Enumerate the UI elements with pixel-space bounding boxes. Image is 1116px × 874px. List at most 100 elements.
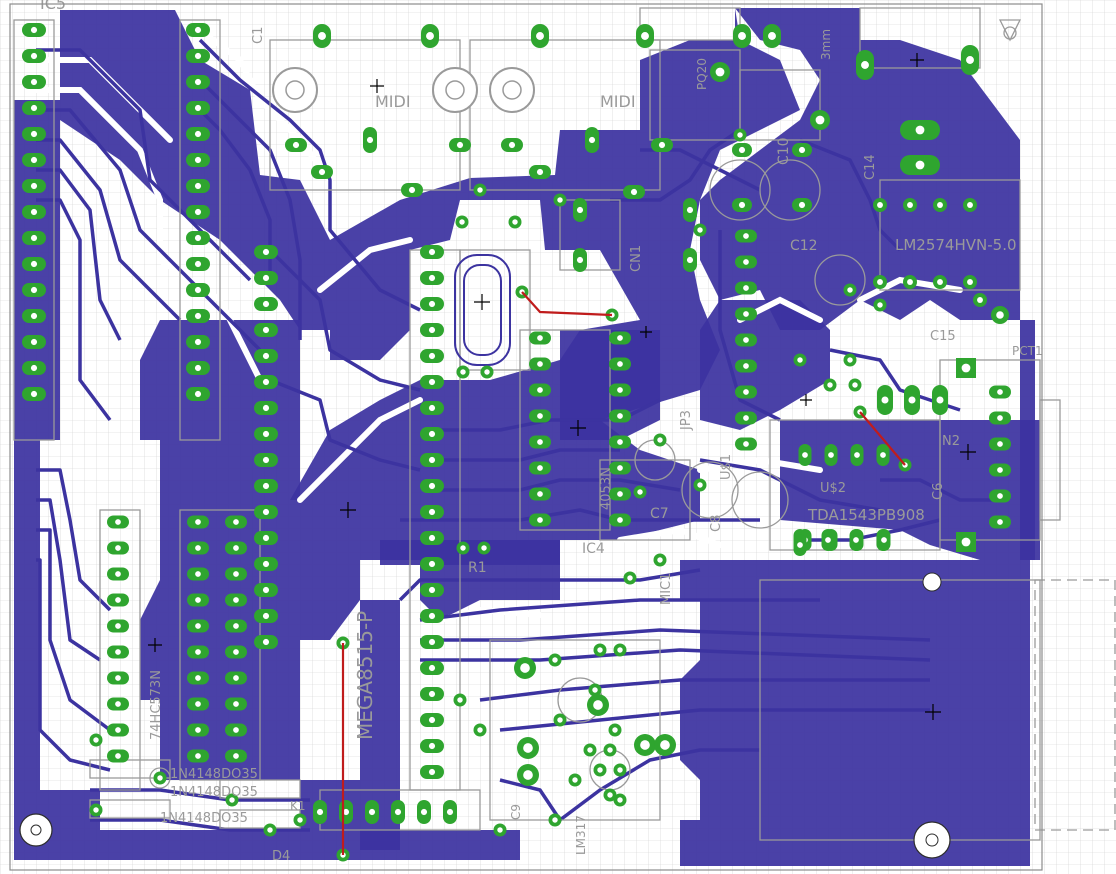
pad-hole bbox=[428, 664, 436, 672]
label-c15: C15 bbox=[930, 329, 956, 344]
pad-hole bbox=[194, 364, 202, 372]
pad-hole bbox=[233, 545, 239, 551]
pad-hole bbox=[30, 104, 38, 112]
pad-hole bbox=[797, 542, 803, 548]
pad-hole bbox=[115, 649, 121, 655]
label-pct1: PCT1 bbox=[1012, 344, 1043, 358]
via-hole bbox=[937, 202, 943, 208]
via-hole bbox=[907, 279, 913, 285]
pad-hole bbox=[428, 768, 436, 776]
pad-hole bbox=[30, 130, 38, 138]
via-hole bbox=[557, 717, 563, 723]
pad-hole bbox=[262, 404, 270, 412]
via-hole bbox=[877, 302, 883, 308]
label-lm2574: LM2574HVN-5.0 bbox=[895, 236, 1017, 254]
label-cn1: CN1 bbox=[629, 245, 644, 272]
pad-hole bbox=[262, 248, 270, 256]
pad-hole bbox=[997, 493, 1003, 499]
pad-hole bbox=[537, 517, 543, 523]
via-hole bbox=[737, 132, 743, 138]
pad-hole bbox=[537, 439, 543, 445]
pad-hole bbox=[194, 338, 202, 346]
pad-hole bbox=[997, 519, 1003, 525]
via-hole bbox=[572, 777, 578, 783]
pad-hole bbox=[115, 623, 121, 629]
pad-hole bbox=[617, 491, 623, 497]
pad-hole bbox=[630, 188, 638, 196]
pad-hole bbox=[428, 274, 436, 282]
pad-hole bbox=[30, 234, 38, 242]
pad-hole bbox=[854, 452, 860, 458]
pad-hole bbox=[537, 387, 543, 393]
via-hole bbox=[267, 827, 273, 833]
pad-hole bbox=[233, 597, 239, 603]
pad-hole bbox=[262, 378, 270, 386]
pad-hole bbox=[428, 742, 436, 750]
board-outline bbox=[9, 3, 1043, 871]
pad-hole bbox=[262, 274, 270, 282]
pad-hole bbox=[523, 770, 533, 780]
pad-hole bbox=[194, 26, 202, 34]
pad-hole bbox=[233, 519, 239, 525]
pad-hole bbox=[366, 136, 374, 144]
pad-hole bbox=[738, 146, 746, 154]
pad-hole bbox=[576, 256, 584, 264]
via-hole bbox=[637, 489, 643, 495]
via-hole bbox=[459, 219, 465, 225]
pad-hole bbox=[537, 361, 543, 367]
via-hole bbox=[967, 202, 973, 208]
label-us1: U$1 bbox=[719, 454, 734, 480]
label-c10: C10 bbox=[776, 137, 792, 165]
via-hole bbox=[617, 797, 623, 803]
pad-hole bbox=[262, 326, 270, 334]
pad-hole bbox=[588, 136, 596, 144]
pad-hole bbox=[828, 452, 834, 458]
via-hole bbox=[157, 775, 163, 781]
pad-hole bbox=[915, 160, 925, 170]
pad-hole bbox=[262, 560, 270, 568]
pad-hole bbox=[997, 389, 1003, 395]
pad-hole bbox=[195, 519, 201, 525]
via-hole bbox=[229, 797, 235, 803]
label-midi-left: MIDI bbox=[375, 92, 411, 111]
via-hole bbox=[592, 687, 598, 693]
pad-hole bbox=[428, 482, 436, 490]
label-ic5: IC5 bbox=[40, 0, 66, 13]
via-hole bbox=[552, 657, 558, 663]
via-hole bbox=[847, 357, 853, 363]
pad-hole bbox=[262, 430, 270, 438]
pad-hole bbox=[194, 260, 202, 268]
via-hole bbox=[512, 219, 518, 225]
pad-hole bbox=[520, 663, 530, 673]
via-hole bbox=[460, 369, 466, 375]
pad-hole bbox=[194, 390, 202, 398]
label-lm317: LM317 bbox=[574, 815, 588, 855]
label-ic4: IC4 bbox=[582, 541, 605, 557]
pad-layer bbox=[22, 23, 1011, 862]
pad-hole bbox=[368, 808, 376, 816]
pad-hole bbox=[428, 378, 436, 386]
via-hole bbox=[847, 287, 853, 293]
pad-hole bbox=[318, 168, 326, 176]
pad-hole bbox=[743, 441, 749, 447]
via-hole bbox=[907, 202, 913, 208]
pad-hole bbox=[194, 208, 202, 216]
pad-hole bbox=[798, 146, 806, 154]
pad-hole bbox=[536, 168, 544, 176]
pad-hole bbox=[194, 156, 202, 164]
midi-mounting-holes bbox=[19, 67, 951, 859]
pad-hole bbox=[593, 700, 603, 710]
pad-hole bbox=[195, 727, 201, 733]
pad-hole bbox=[617, 335, 623, 341]
pad-hole bbox=[915, 125, 925, 135]
pad-hole bbox=[523, 743, 533, 753]
pad-hole bbox=[115, 675, 121, 681]
via-hole bbox=[607, 747, 613, 753]
pad-hole bbox=[880, 452, 886, 458]
pad-hole bbox=[426, 32, 434, 40]
pad-hole bbox=[853, 537, 859, 543]
pad-hole bbox=[617, 439, 623, 445]
pad-hole bbox=[743, 337, 749, 343]
pad-hole bbox=[617, 413, 623, 419]
